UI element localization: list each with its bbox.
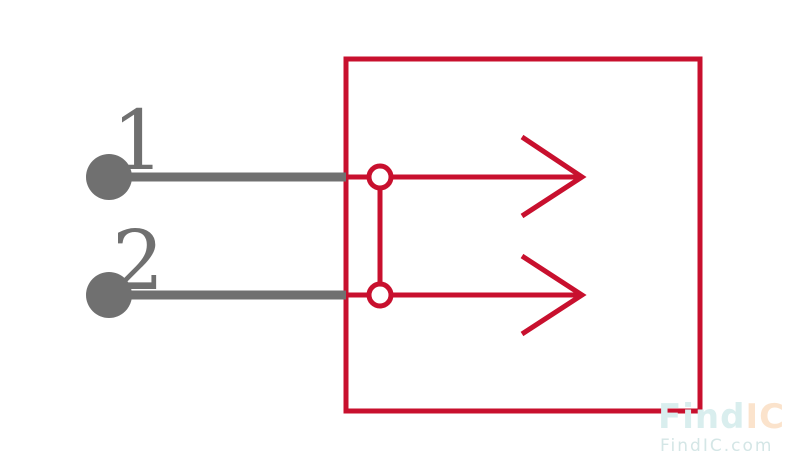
- pin-1-number: 1: [112, 94, 164, 189]
- arrowhead-2-icon: [520, 253, 587, 337]
- pin-1-terminal-dot: [86, 154, 132, 200]
- arrowhead-1-icon: [520, 134, 587, 219]
- pin-2[interactable]: 2: [86, 214, 346, 318]
- watermark-brand-part1: Find: [658, 397, 745, 437]
- watermark-url: FindIC.com: [660, 436, 773, 456]
- junction-1: [366, 163, 394, 191]
- pin-2-terminal-dot: [86, 272, 132, 318]
- watermark-brand-part2: IC: [745, 397, 785, 437]
- watermark: FindIC FindIC.com: [658, 397, 785, 456]
- pin-2-number: 2: [112, 214, 164, 309]
- junction-2: [366, 281, 394, 309]
- component-body: [343, 56, 703, 414]
- watermark-brand: FindIC: [658, 397, 785, 437]
- pin-1[interactable]: 1: [86, 94, 346, 200]
